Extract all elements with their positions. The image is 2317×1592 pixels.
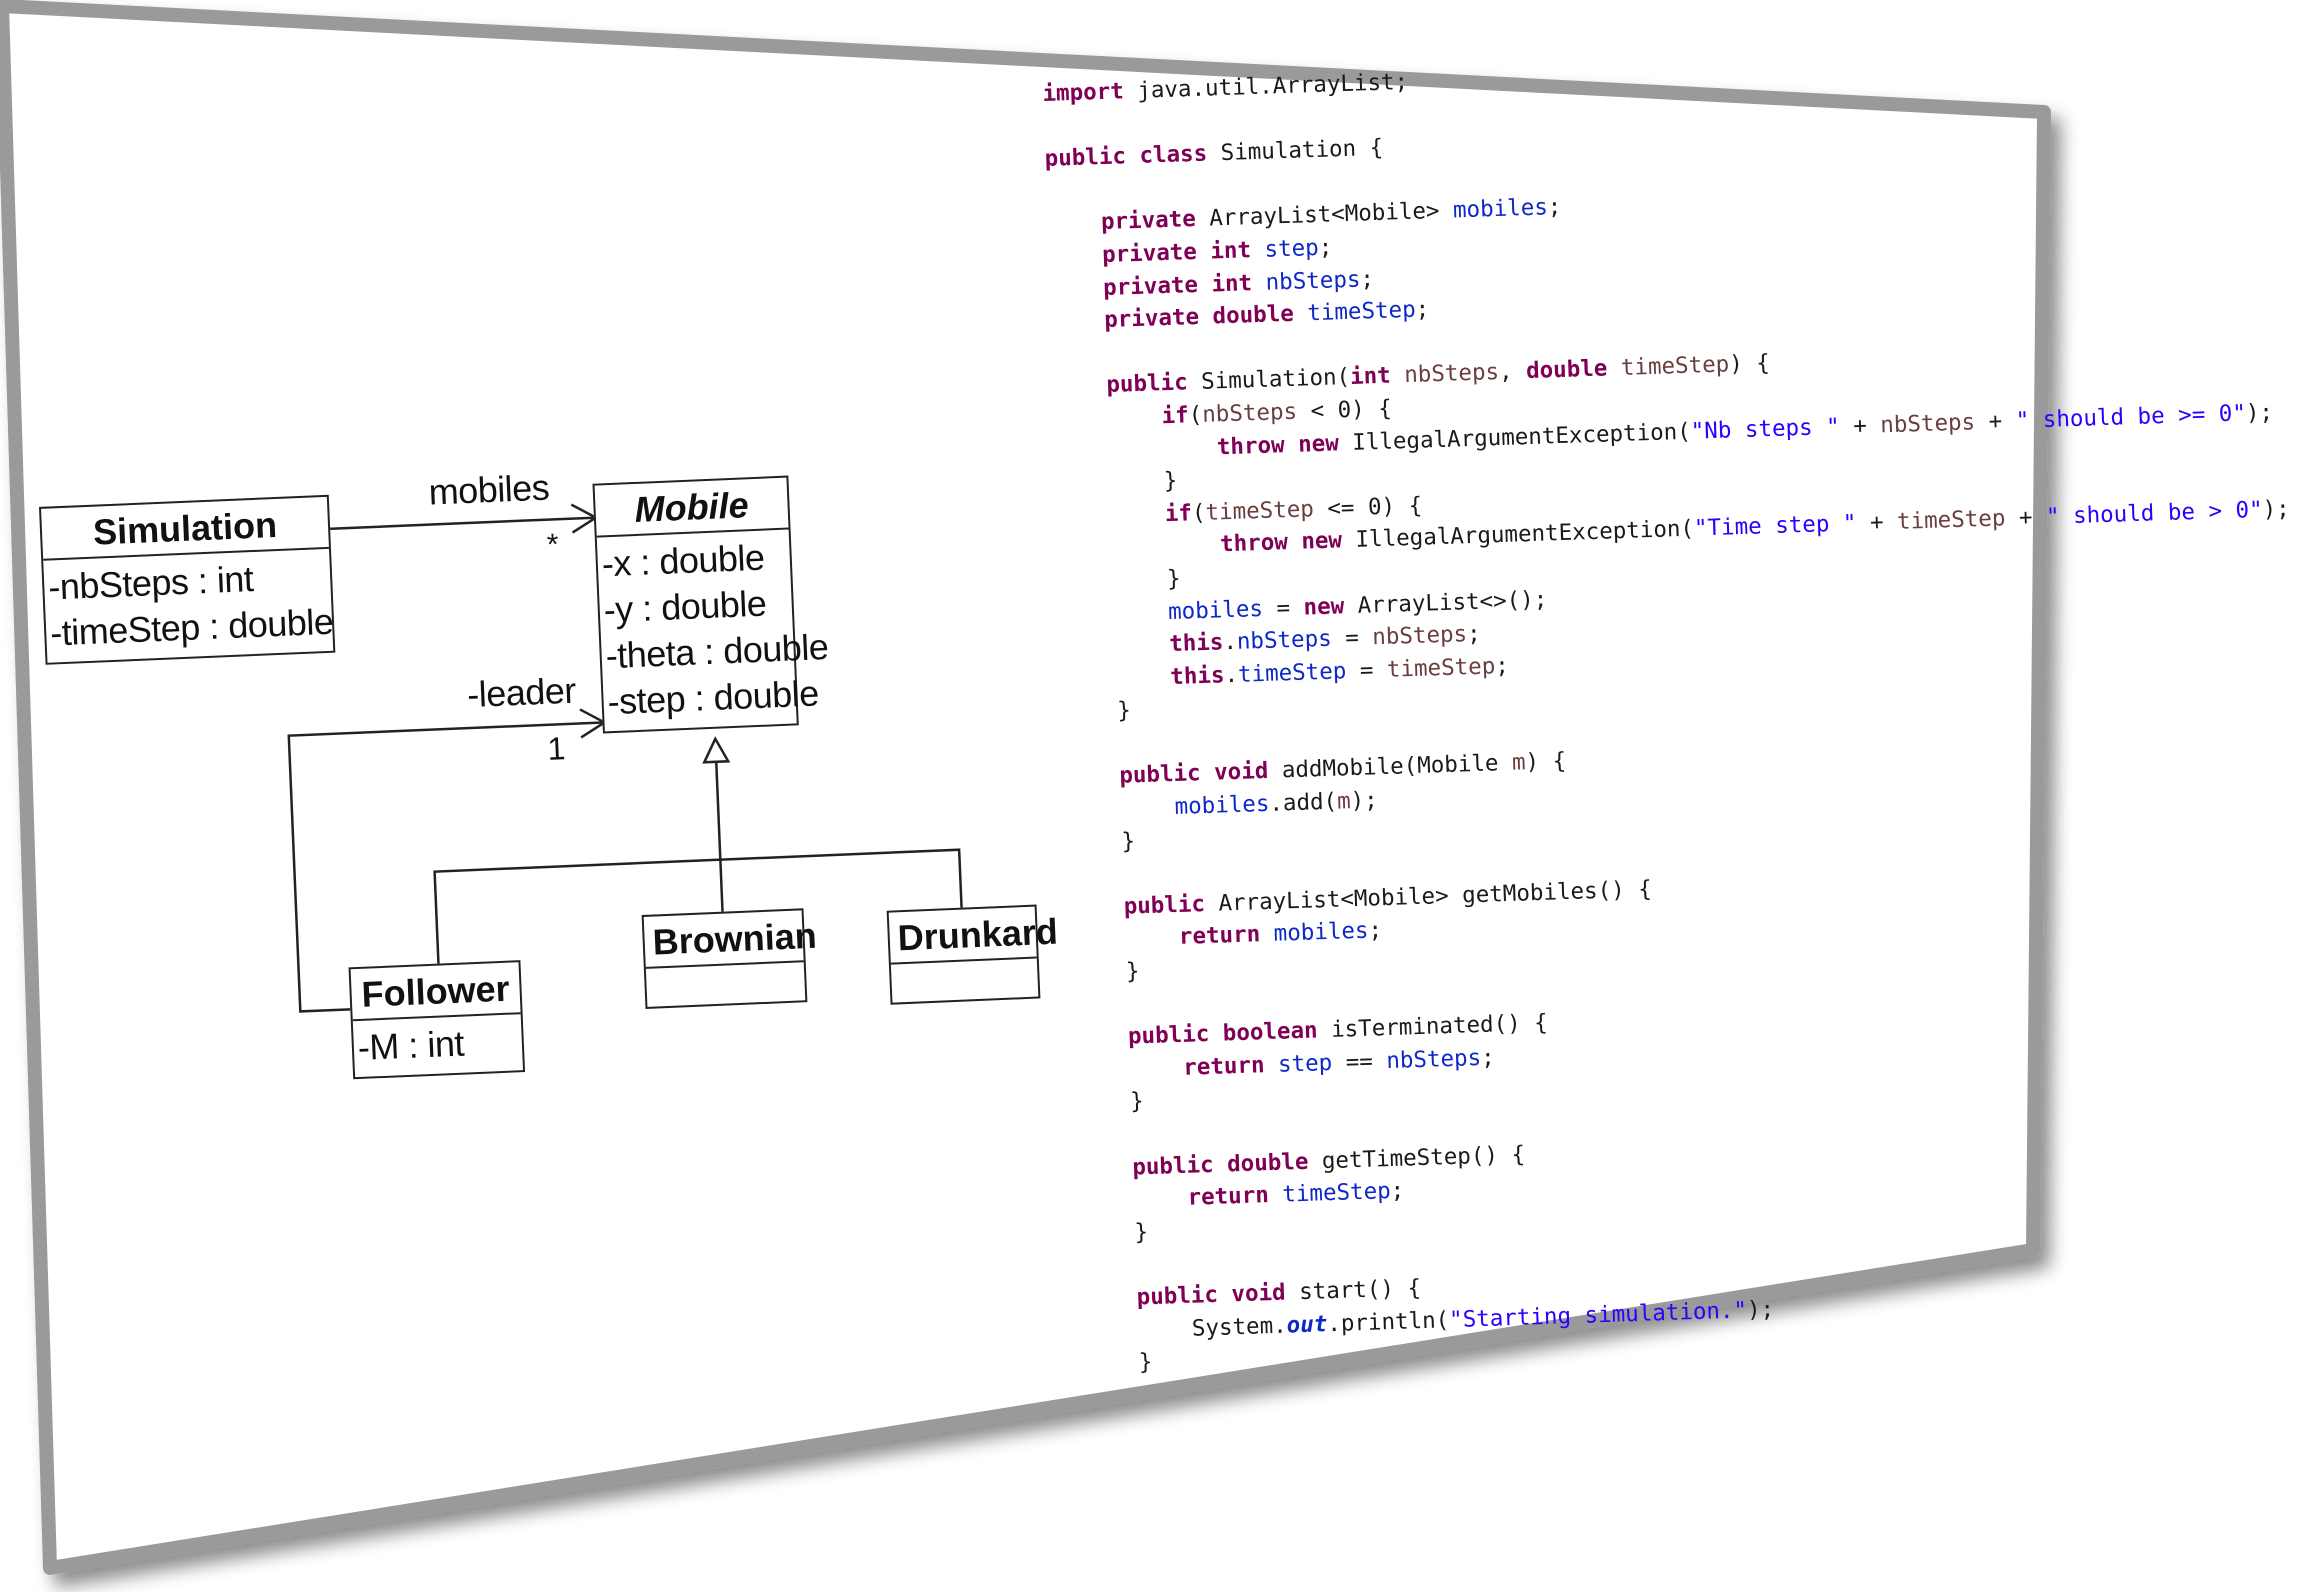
class-attribute: -M : int (357, 1022, 465, 1069)
class-follower-attributes: -M : int (353, 1014, 523, 1077)
slide-board: mobiles * -leader 1 Simulation -nbSteps … (0, 0, 2290, 1575)
generalization-triangle (702, 736, 731, 764)
leader-association-line (287, 721, 603, 1013)
class-mobile-attributes: -x : double -y : double -theta : double … (597, 530, 830, 732)
class-drunkard-name: Drunkard (888, 906, 1059, 965)
class-brownian: Brownian (641, 908, 817, 1009)
class-brownian-attributes (646, 962, 805, 1007)
leader-multiplicity-label: 1 (546, 730, 566, 767)
class-follower: Follower -M : int (348, 960, 526, 1080)
mobiles-association-line (328, 516, 594, 531)
board-surface (0, 0, 2051, 1575)
uml-connectors (287, 503, 963, 1013)
class-drunkard-attributes (891, 959, 1038, 1003)
class-attribute: -x : double (601, 536, 766, 585)
code-listing: import java.util.ArrayList; public class… (1042, 45, 2290, 1381)
board-frame (0, 0, 2051, 1575)
mobiles-role-label: mobiles (427, 466, 551, 513)
class-attribute: -y : double (602, 582, 768, 631)
class-simulation: Simulation -nbSteps : int -timeStep : do… (38, 494, 336, 665)
class-attribute: -theta : double (604, 626, 830, 677)
mobiles-multiplicity-label: * (546, 528, 559, 562)
class-mobile: Mobile -x : double -y : double -theta : … (592, 475, 830, 734)
class-follower-name: Follower (350, 962, 521, 1022)
uml-class-diagram: mobiles * -leader 1 Simulation -nbSteps … (0, 0, 1074, 1121)
generalization-trunk (714, 761, 724, 912)
leader-role-label: -leader (466, 669, 577, 716)
generalization-bus (433, 848, 963, 964)
class-simulation-attributes: -nbSteps : int -timeStep : double (43, 549, 334, 663)
class-attribute: -step : double (606, 672, 820, 723)
class-brownian-name: Brownian (643, 910, 817, 969)
class-mobile-name: Mobile (594, 477, 789, 538)
class-drunkard: Drunkard (886, 904, 1059, 1005)
